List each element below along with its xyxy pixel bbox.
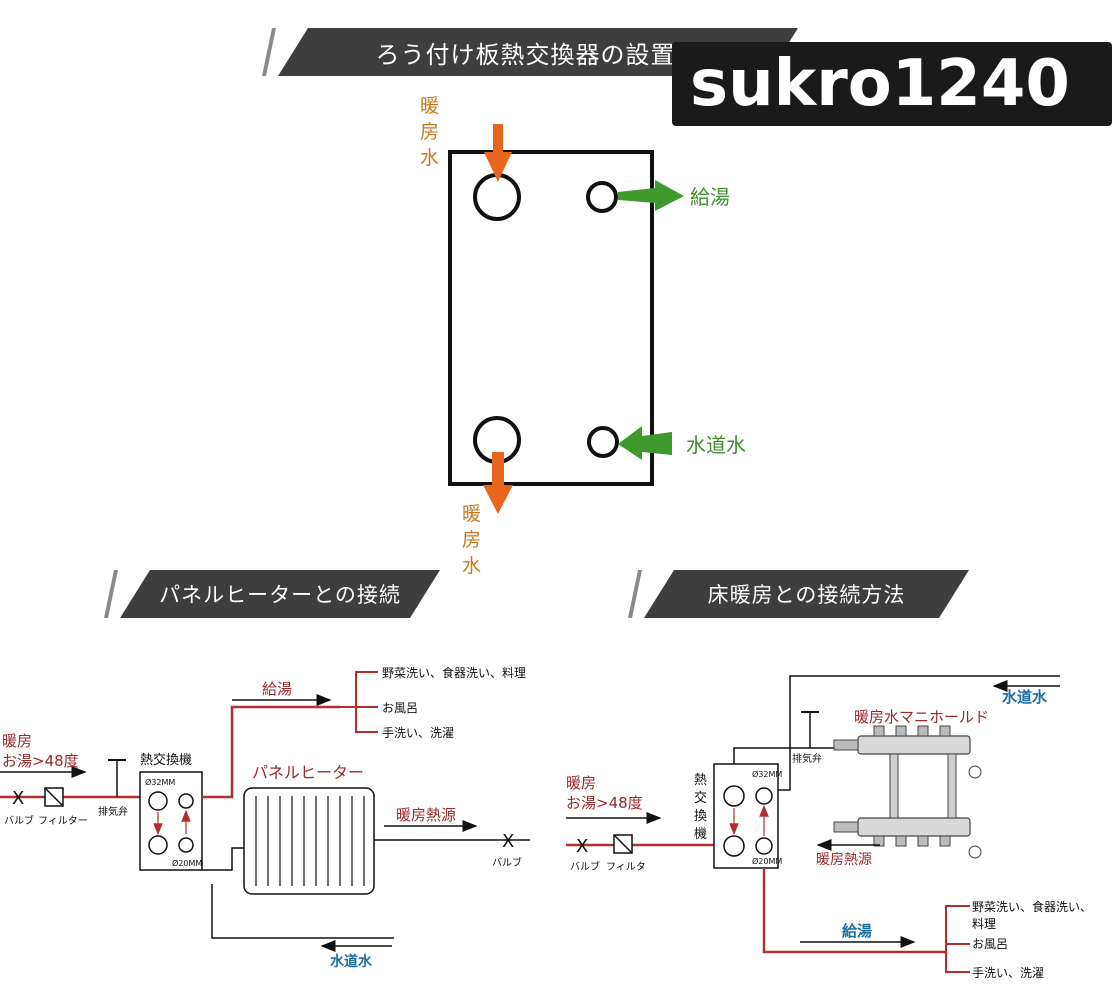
port-heating-in bbox=[473, 173, 521, 221]
heating-out-label-3: 水 bbox=[462, 555, 481, 577]
floor-ex-label-3: 換 bbox=[694, 809, 707, 824]
panel-use-3: 手洗い、洗濯 bbox=[382, 726, 454, 740]
panel-hot-supply-label: 給湯 bbox=[262, 680, 292, 698]
heat-exchanger-plate bbox=[448, 150, 654, 486]
floor-valve-mark: X bbox=[576, 836, 588, 857]
panel-filter-diag bbox=[44, 787, 64, 807]
floor-ex-label-1: 熱 bbox=[694, 773, 707, 788]
floor-title-banner: 床暖房との接続方法 bbox=[644, 570, 969, 618]
panel-loop-pipe-bottom bbox=[202, 847, 244, 871]
panel-valve-right-label: バルブ bbox=[492, 856, 522, 869]
floor-ex-port-2 bbox=[755, 787, 773, 805]
panel-ex-port-4 bbox=[178, 837, 194, 853]
floor-valve-label: バルブ bbox=[570, 860, 600, 873]
hot-supply-arrow bbox=[618, 180, 684, 211]
floor-filter-label: フィルタ bbox=[606, 861, 646, 873]
floor-branch-3 bbox=[945, 952, 970, 973]
heating-in-label-2: 房 bbox=[420, 121, 439, 143]
panel-ex-port-2 bbox=[178, 793, 194, 809]
panel-heater-body bbox=[243, 787, 375, 895]
panel-hot-temp: お湯>48度 bbox=[2, 752, 79, 770]
panel-use-1: 野菜洗い、食器洗い、料理 bbox=[382, 665, 526, 680]
watermark-logo: sukro1240 bbox=[672, 42, 1112, 126]
panel-heater-label: パネルヒーター bbox=[252, 763, 364, 782]
panel-tap-water-label: 水道水 bbox=[330, 953, 373, 970]
tap-water-label: 水道水 bbox=[686, 433, 746, 457]
floor-size-bottom: Ø20MM bbox=[752, 856, 782, 866]
floor-heating-label: 暖房 bbox=[566, 774, 596, 792]
panel-heater-fins bbox=[255, 796, 365, 886]
floor-vent-label: 排気弁 bbox=[792, 752, 822, 765]
floor-size-top: Ø32MM bbox=[752, 769, 782, 779]
floor-hot-supply-pipe bbox=[762, 868, 946, 954]
main-title: ろう付け板熱交換器の設置図 bbox=[375, 40, 701, 69]
panel-exchanger bbox=[139, 771, 203, 871]
panel-use-2: お風呂 bbox=[382, 701, 418, 715]
panel-heating-label: 暖房 bbox=[2, 732, 32, 750]
panel-title-banner: パネルヒーターとの接続 bbox=[120, 570, 440, 618]
panel-exchanger-label: 熱交換機 bbox=[140, 752, 192, 768]
hot-supply-label: 給湯 bbox=[690, 185, 730, 209]
panel-branch-1 bbox=[340, 671, 378, 708]
floor-tap-pipe bbox=[778, 675, 1060, 791]
floor-title: 床暖房との接続方法 bbox=[707, 583, 906, 607]
panel-ex-port-3 bbox=[148, 835, 168, 855]
panel-tap-water-pipe bbox=[211, 884, 394, 939]
panel-size-bottom: Ø20MM bbox=[172, 858, 202, 868]
floor-use-3: 手洗い、洗濯 bbox=[972, 966, 1044, 980]
floor-feed-pipe-top bbox=[733, 747, 858, 764]
heating-out-label-1: 暖 bbox=[462, 503, 481, 525]
heating-in-label-1: 暖 bbox=[420, 95, 439, 117]
panel-ex-port-1 bbox=[148, 791, 168, 811]
panel-hot-supply-pipe bbox=[202, 705, 340, 799]
floor-tap-water-label: 水道水 bbox=[1002, 688, 1048, 706]
floor-hot-supply-label: 給湯 bbox=[842, 922, 872, 940]
floor-filter-diag bbox=[613, 834, 633, 854]
panel-filter-label: フィルター bbox=[38, 815, 88, 827]
panel-size-top: Ø32MM bbox=[145, 777, 175, 787]
floor-manifold bbox=[833, 725, 982, 859]
tap-water-arrow bbox=[618, 426, 672, 460]
panel-branch-3 bbox=[355, 707, 378, 733]
port-hot-supply bbox=[586, 181, 618, 213]
floor-ex-port-3 bbox=[723, 835, 745, 857]
floor-ex-port-4 bbox=[755, 837, 773, 855]
port-tap-water bbox=[587, 426, 619, 458]
floor-ex-label-4: 機 bbox=[694, 827, 707, 842]
floor-use-1: 野菜洗い、食器洗い、 bbox=[972, 899, 1092, 914]
panel-title: パネルヒーターとの接続 bbox=[159, 583, 401, 607]
floor-branch-1 bbox=[945, 905, 970, 952]
panel-valve-label: バルブ bbox=[4, 814, 34, 827]
panel-valve-mark: X bbox=[12, 788, 24, 809]
floor-use-2: お風呂 bbox=[972, 937, 1008, 951]
floor-hot-temp: お湯>48度 bbox=[566, 794, 643, 812]
floor-ex-port-1 bbox=[723, 785, 745, 807]
heating-in-label-3: 水 bbox=[420, 147, 439, 169]
heating-out-arrow bbox=[483, 452, 513, 514]
watermark-text: sukro1240 bbox=[690, 47, 1070, 121]
floor-manifold-label: 暖房水マニホールド bbox=[854, 708, 989, 726]
floor-ex-label-2: 交 bbox=[694, 790, 707, 806]
panel-heat-source-label: 暖房熱源 bbox=[396, 806, 456, 824]
floor-heat-source-label: 暖房熱源 bbox=[816, 852, 872, 868]
panel-vent-label: 排気弁 bbox=[98, 805, 128, 818]
floor-use-1b: 料理 bbox=[972, 917, 996, 931]
heating-out-label-2: 房 bbox=[462, 529, 481, 551]
panel-valve-right-mark: X bbox=[502, 831, 514, 852]
heating-in-arrow bbox=[484, 124, 512, 182]
